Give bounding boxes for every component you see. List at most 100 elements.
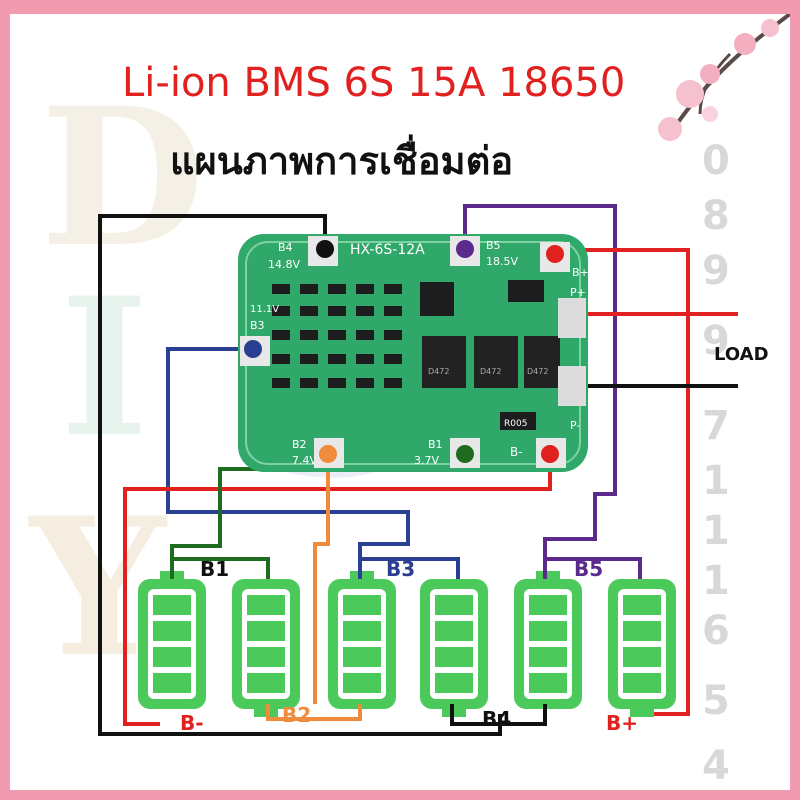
battery-cell (514, 571, 582, 709)
watermark-letter-d: D (40, 66, 205, 289)
board-b4-label: B4 (278, 241, 293, 254)
bms-board: D472 D472 D472 R005 HX-6S-12A B4 14.8V B… (238, 234, 589, 472)
board-bplus-label: B+ (572, 266, 589, 279)
bracket-b4 (450, 704, 547, 726)
phone-digit: 9 (702, 248, 730, 294)
mosfets: D472 D472 D472 (422, 336, 560, 388)
wiring-diagram: D I Y S 0 8 9 9 7 1 1 1 6 5 4 (28, 14, 790, 789)
battery-cell (420, 579, 488, 717)
terminal-b1 (456, 445, 474, 463)
board-bminus-label: B- (510, 445, 523, 459)
mosfet-label: D472 (480, 367, 501, 376)
phone-digit: 8 (702, 193, 730, 239)
cell-level-bar (623, 621, 661, 641)
cell-level-bar (343, 621, 381, 641)
cell-level-bar (153, 673, 191, 693)
phone-digits: 0 8 9 9 7 1 1 1 6 5 4 (702, 138, 730, 789)
group-label-b2: B2 (282, 703, 311, 727)
bracket-b1 (170, 557, 270, 579)
cell-level-bar (623, 673, 661, 693)
cell-level-bar (529, 647, 567, 667)
mosfet-label: D472 (428, 367, 449, 376)
battery-cell (328, 571, 396, 709)
page-title: Li-ion BMS 6S 15A 18650 (122, 60, 625, 106)
cell-level-bar (247, 621, 285, 641)
terminal-b5 (456, 240, 474, 258)
cherry-blossom-decoration (658, 14, 790, 141)
board-b4-voltage: 14.8V (268, 258, 300, 271)
wire-b5-purple (463, 204, 617, 559)
phone-digit: 9 (702, 318, 730, 364)
cell-level-bar (343, 595, 381, 615)
phone-digit: 6 (702, 608, 730, 654)
battery-cells (138, 571, 676, 717)
cell-level-bar (623, 647, 661, 667)
board-b2-voltage: 7.4V (292, 454, 317, 467)
board-pplus-label: P+ (570, 286, 586, 299)
board-b3-label: B3 (250, 319, 265, 332)
wire-b2-orange (313, 454, 330, 704)
cell-level-bar (623, 595, 661, 615)
cell-level-bar (343, 647, 381, 667)
phone-digit: 1 (702, 458, 730, 504)
load-connector-top (558, 298, 586, 338)
board-b5-voltage: 18.5V (486, 255, 518, 268)
group-label-b1: B1 (200, 557, 229, 581)
group-label-b5: B5 (574, 557, 603, 581)
mosfet-label: D472 (527, 367, 548, 376)
board-pminus-label: P- (570, 419, 580, 432)
terminal-b3 (244, 340, 262, 358)
group-label-b3: B3 (386, 557, 415, 581)
cell-level-bar (435, 595, 473, 615)
terminal-bminus (541, 445, 559, 463)
diagram-panel: D I Y S 0 8 9 9 7 1 1 1 6 5 4 (10, 14, 790, 790)
terminal-b2 (319, 445, 337, 463)
cell-label-bplus: B+ (606, 711, 638, 735)
watermark-letter-i: I (60, 256, 149, 479)
phone-digit: 7 (702, 403, 730, 449)
cell-level-bar (435, 621, 473, 641)
cell-level-bar (153, 595, 191, 615)
cell-level-bar (153, 621, 191, 641)
terminal-bplus (546, 245, 564, 263)
battery-cell (232, 579, 300, 717)
resistor-label: R005 (504, 419, 527, 429)
cell-level-bar (247, 647, 285, 667)
cell-level-bar (435, 647, 473, 667)
bracket-b5 (543, 557, 642, 579)
battery-cell (138, 571, 206, 709)
board-b2-label: B2 (292, 438, 307, 451)
component-grid (272, 280, 544, 430)
cell-level-bar (529, 673, 567, 693)
group-label-b4: B4 (482, 707, 511, 731)
terminal-b4 (316, 240, 334, 258)
phone-digit: 1 (702, 558, 730, 604)
phone-digit: 4 (702, 743, 730, 789)
cell-level-bar (529, 595, 567, 615)
phone-digit: 5 (702, 678, 730, 724)
wire-b4-black (98, 214, 502, 736)
board-b1-voltage: 3.7V (414, 454, 439, 467)
cell-level-bar (247, 673, 285, 693)
phone-digit: 0 (702, 138, 730, 184)
board-b5-label: B5 (486, 239, 501, 252)
bracket-b3 (358, 557, 460, 579)
cell-level-bar (529, 621, 567, 641)
cell-level-bar (153, 647, 191, 667)
phone-digit: 1 (702, 508, 730, 554)
wire-bminus-red (123, 454, 552, 726)
board-b1-label: B1 (428, 438, 443, 451)
board-model: HX-6S-12A (350, 242, 425, 258)
cell-level-bar (343, 673, 381, 693)
board-b3-voltage: 11.1V (250, 304, 279, 315)
bracket-b2 (266, 704, 362, 721)
cell-level-bar (247, 595, 285, 615)
cell-label-bminus: B- (180, 711, 204, 735)
page-subtitle: แผนภาพการเชื่อมต่อ (170, 134, 513, 183)
battery-cell (608, 579, 676, 717)
load-label: LOAD (714, 344, 769, 365)
cell-level-bar (435, 673, 473, 693)
wire-b3-blue (166, 347, 410, 559)
load-connector-bottom (558, 366, 586, 406)
